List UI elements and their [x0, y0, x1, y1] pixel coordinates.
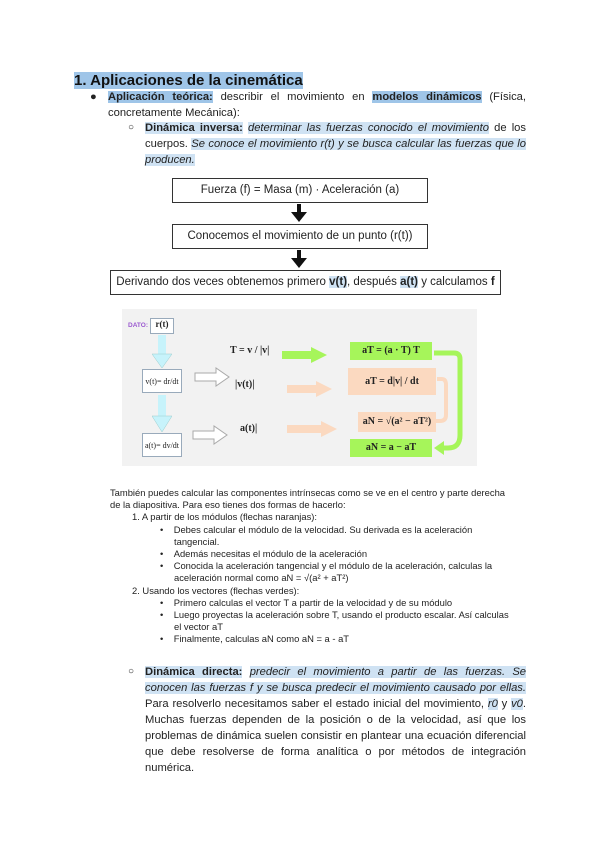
down-arrow-icon [152, 335, 172, 369]
orange-arrow-icon [287, 421, 337, 437]
down-arrow-icon [152, 395, 172, 433]
hollow-arrow-icon [194, 367, 230, 387]
flow-box-3: Derivando dos veces obtenemos primero v(… [110, 270, 501, 295]
sub-dinamica-directa: ○ Dinámica directa: predecir el movimien… [128, 666, 527, 774]
explanation-block: También puedes calcular las componentes … [110, 487, 509, 645]
kinematics-diagram: DATO: r(t) v(t)= dr/dt a(t)= dv/dt T = v… [122, 309, 477, 466]
circle-bullet-icon: ○ [128, 122, 135, 133]
hollow-arrow-icon [192, 425, 228, 445]
section-heading: 1. Aplicaciones de la cinemática [74, 72, 303, 89]
green-arrow-icon [282, 347, 327, 363]
flow-box-2: Conocemos el movimiento de un punto (r(t… [172, 224, 428, 249]
down-arrow-icon [291, 204, 307, 222]
bullet-dot-icon: ● [90, 91, 97, 103]
down-arrow-icon [291, 250, 307, 268]
bullet-aplicacion-teorica: ● Aplicación teórica: describir el movim… [90, 91, 526, 119]
flow-box-1: Fuerza (f) = Masa (m) · Aceleración (a) [172, 178, 428, 203]
orange-arrow-icon [287, 381, 332, 397]
curved-arrows-icon [434, 350, 463, 455]
circle-bullet-icon: ○ [128, 666, 135, 677]
sub-dinamica-inversa: ○ Dinámica inversa: determinar las fuerz… [128, 122, 526, 166]
